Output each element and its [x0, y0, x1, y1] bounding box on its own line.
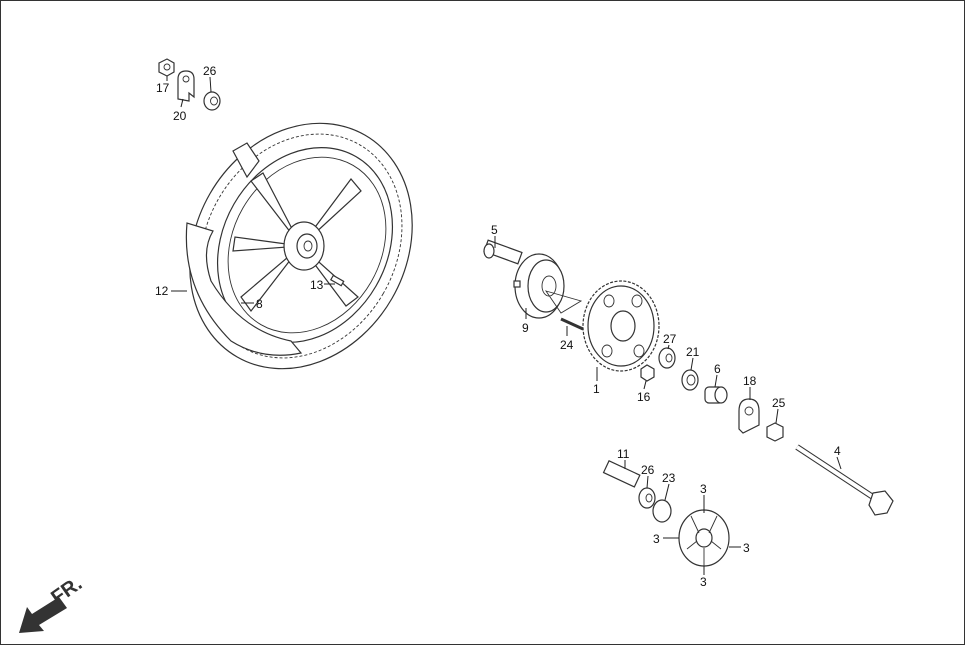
- callout-26b: 26: [641, 463, 655, 477]
- damper-rubbers-3: [678, 509, 730, 567]
- nut-17: [158, 58, 175, 77]
- callout-3-left: 3: [653, 532, 660, 546]
- callout-3-top: 3: [700, 482, 707, 496]
- callout-4: 4: [834, 444, 841, 458]
- callout-3-right: 3: [743, 541, 750, 555]
- collar-11: [602, 460, 641, 488]
- bolt-24: [560, 317, 584, 331]
- callout-6: 6: [714, 362, 721, 376]
- stud-bolt-5: [483, 239, 523, 265]
- bearing-27: [658, 347, 676, 369]
- callout-20: 20: [173, 109, 187, 123]
- leader-lines: [166, 76, 842, 575]
- sprocket-hub-9: [513, 253, 583, 319]
- callout-labels: 17 20 26 12 8 13 5 9 24 1 16 27 21 6 18 …: [155, 64, 841, 589]
- o-ring-23: [652, 499, 672, 523]
- callout-27: 27: [663, 332, 677, 346]
- callout-5: 5: [491, 223, 498, 237]
- callout-8: 8: [256, 297, 263, 311]
- oil-seal-21: [681, 369, 699, 391]
- callout-13: 13: [310, 278, 324, 292]
- callout-18: 18: [743, 374, 757, 388]
- callout-12: 12: [155, 284, 169, 298]
- callout-23: 23: [662, 471, 676, 485]
- collar-6: [704, 386, 728, 404]
- nut-25: [766, 422, 784, 442]
- bearing-26-top: [203, 91, 221, 111]
- callout-24: 24: [560, 338, 574, 352]
- bearing-26-lower: [638, 487, 656, 509]
- callout-21: 21: [686, 345, 700, 359]
- nut-16: [640, 364, 655, 382]
- driven-sprocket-1: [582, 280, 660, 372]
- callout-26: 26: [203, 64, 217, 78]
- callout-1: 1: [593, 382, 600, 396]
- adjuster-plate-18: [738, 398, 760, 434]
- callout-25: 25: [772, 396, 786, 410]
- callout-16: 16: [637, 390, 651, 404]
- front-direction-indicator: FR.: [19, 573, 86, 633]
- callout-3-bottom: 3: [700, 575, 707, 589]
- callout-17: 17: [156, 81, 170, 95]
- callout-11: 11: [617, 447, 630, 461]
- rear-wheel: [185, 122, 413, 370]
- front-arrow-icon: [19, 597, 67, 633]
- callout-9: 9: [522, 321, 529, 335]
- adjuster-plate-20: [177, 70, 195, 102]
- rear-axle-4: [795, 444, 894, 516]
